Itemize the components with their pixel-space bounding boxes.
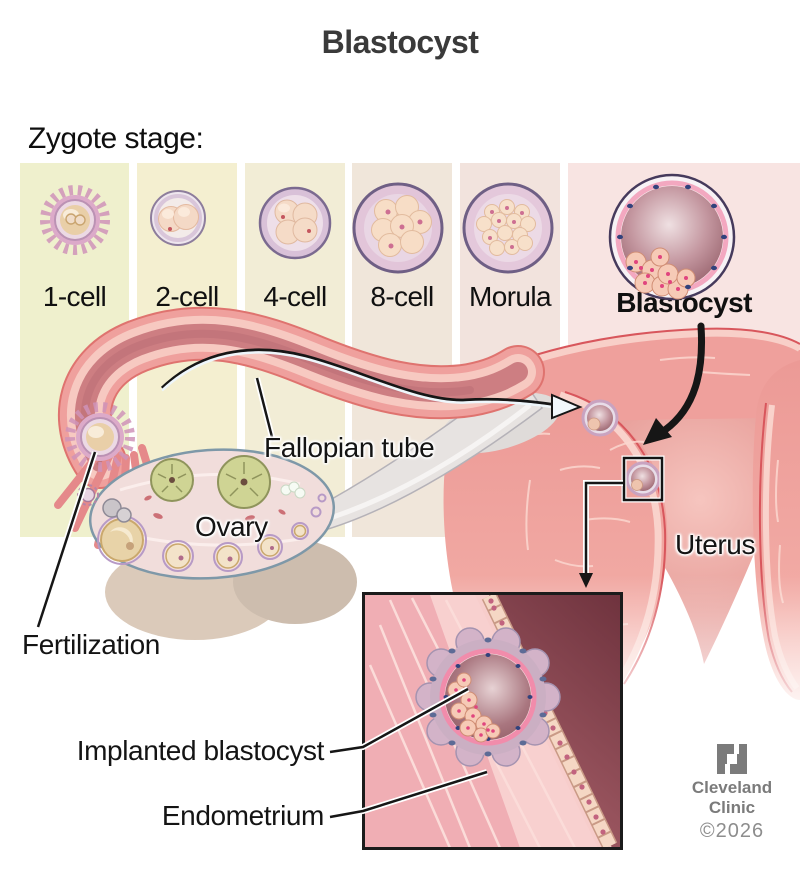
- brand-name-line1: Cleveland: [691, 778, 773, 797]
- egg-path-arrow: [160, 348, 583, 420]
- inset-connector-arrow: [579, 480, 623, 588]
- stage-label-8cell: 8-cell: [370, 281, 434, 312]
- implanted-blastocyst-illustration: [415, 627, 561, 767]
- cleveland-clinic-logo-icon: [717, 744, 747, 774]
- zoom-source-box: [622, 456, 664, 502]
- embryo-morula-illustration: [462, 182, 554, 274]
- cleveland-clinic-branding: Cleveland Clinic ©2026: [690, 744, 774, 843]
- implanting-blastocyst-illustration: [625, 461, 661, 497]
- descent-arrow: [643, 322, 706, 445]
- brand-name-line2: Clinic: [708, 798, 756, 817]
- fertilization-label: Fertilization: [22, 629, 160, 660]
- embryo-blastocyst-illustration: [608, 173, 736, 301]
- endometrium-label: Endometrium: [161, 800, 325, 831]
- embryo-4cell-illustration: [258, 186, 332, 260]
- page-title: Blastocyst: [321, 24, 479, 60]
- inset-border: [362, 592, 623, 850]
- ovary-illustration: [77, 448, 357, 640]
- ovary-label: Ovary: [195, 511, 268, 542]
- fallopian-tube-label: Fallopian tube: [264, 432, 435, 463]
- leader-lines: [35, 377, 488, 820]
- uterus-label: Uterus: [675, 529, 756, 560]
- implanted-blastocyst-label: Implanted blastocyst: [76, 735, 325, 766]
- stage-label-4cell: 4-cell: [263, 281, 327, 312]
- implantation-inset-illustration: [362, 592, 623, 850]
- zygote-stage-heading: Zygote stage:: [28, 122, 204, 155]
- embryo-2cell-illustration: [150, 190, 206, 246]
- embryo-8cell-illustration: [352, 182, 444, 274]
- stage-label-morula: Morula: [469, 281, 552, 312]
- stage-label-1cell: 1-cell: [42, 281, 107, 312]
- copyright-text: ©2026: [699, 820, 765, 842]
- fertilized-egg-illustration: [65, 402, 135, 472]
- embryo-1cell-illustration: [40, 185, 110, 255]
- travelling-blastocyst-illustration: [581, 399, 619, 437]
